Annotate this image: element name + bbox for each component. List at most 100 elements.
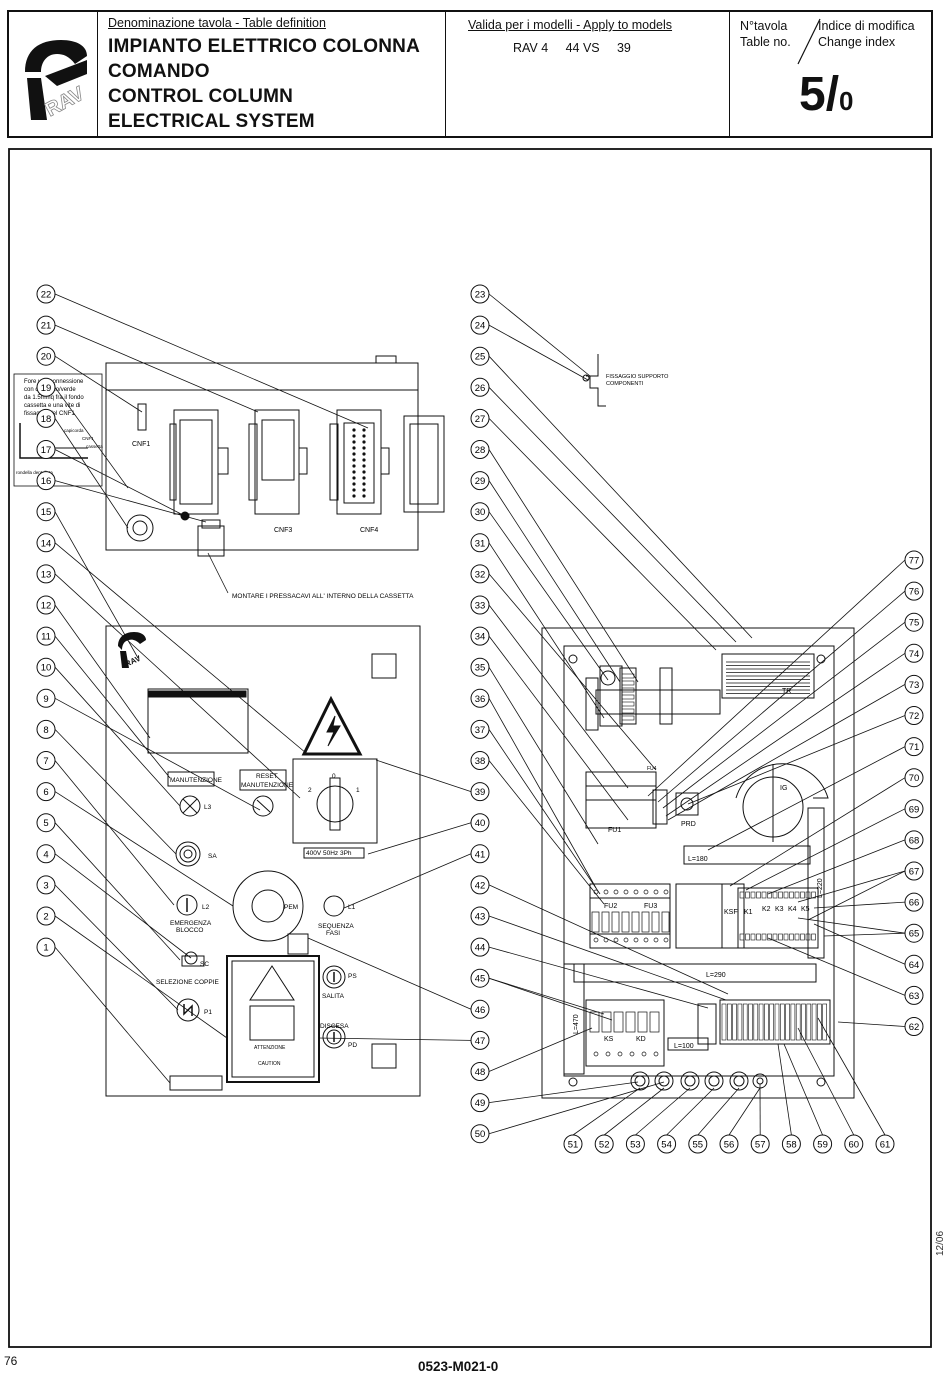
callout-number: 77 [909,556,920,567]
change-index-value: 0 [839,86,854,116]
callout-bubble: 21 [36,315,56,335]
callout-bubble: 61 [875,1134,895,1154]
table-no-label-en: Table no. [740,35,791,49]
blocco-label: BLOCCO [176,927,203,934]
callout-number: 63 [909,991,920,1002]
callout-number: 64 [909,960,920,971]
page-number: 76 [4,1354,18,1368]
table-title: IMPIANTO ELETTRICO COLONNA COMANDO CONTR… [108,34,420,134]
callout-bubble: 28 [470,440,490,459]
callout-number: 57 [755,1140,766,1151]
callout-bubble: 25 [470,346,490,366]
callout-number: 51 [568,1140,579,1151]
fu1-label: FU1 [608,827,621,834]
callout-number: 2 [43,912,48,923]
callout-number: 69 [909,804,920,815]
callout-bubble: 48 [470,1062,490,1081]
l470-label: L=470 [573,1014,580,1034]
note-small: CNF1 [82,436,94,441]
callout-bubble: 66 [904,892,924,912]
callout-number: 68 [909,835,920,846]
callout-number: 66 [909,898,920,909]
callout-bubble: 74 [904,643,924,663]
callout-number: 32 [475,569,486,580]
callout-number: 55 [693,1140,704,1151]
callout-bubble: 40 [470,813,490,833]
note-small: capicorda [64,428,84,433]
callout-number: 62 [909,1022,920,1033]
k4-label: K4 [788,906,797,913]
callout-bubble: 3 [36,875,56,895]
callout-number: 21 [41,321,52,332]
callout-bubble: 35 [470,657,490,677]
title-line: COMANDO [108,61,210,82]
callout-number: 54 [661,1140,672,1151]
callout-number: 19 [41,383,52,394]
callout-number: 47 [475,1036,486,1047]
callout-number: 22 [41,290,52,301]
callout-bubble: 73 [904,674,924,694]
ground-connection-note: Fore una connessione con del giallo/verd… [13,373,103,487]
callout-bubble: 10 [36,657,56,677]
table-definition-label: Denominazione tavola - Table definition [108,16,326,30]
callout-bubble: 49 [470,1093,490,1113]
pem-label: PEM [284,904,298,911]
callout-number: 75 [909,618,920,629]
callout-number: 12 [41,601,52,612]
callout-bubble: 19 [36,377,56,397]
control-panel [105,625,421,1097]
callout-bubble: 12 [36,595,56,615]
fixing-support-detail [582,354,606,407]
sc-label: SC [200,961,209,968]
side-date: 12/06 [935,1230,946,1256]
callout-bubble: 31 [470,533,490,553]
callout-bubble: 53 [625,1134,645,1154]
models-list: RAV 4 44 VS 39 [513,41,631,55]
callout-bubble: 42 [470,875,490,895]
fu4-label: FU4 [647,766,657,772]
callout-number: 9 [43,694,48,705]
callout-number: 65 [909,929,920,940]
callout-number: 16 [41,476,52,487]
callout-number: 41 [475,849,486,860]
models-label: Valida per i modelli - Apply to models [468,18,673,32]
switch-pos-0: 0 [332,773,336,780]
callout-number: 67 [909,867,920,878]
callout-number: 76 [909,587,920,598]
callout-number: 42 [475,880,486,891]
callout-bubble: 23 [470,284,490,304]
callout-bubble: 68 [904,830,924,850]
callout-number: 18 [41,414,52,425]
callout-bubble: 77 [904,550,924,570]
l220-label: L=220 [817,878,824,898]
callout-bubble: 9 [36,688,56,708]
callout-number: 20 [41,352,52,363]
reset-label: MANUTENZIONE [241,782,294,789]
callout-number: 35 [475,663,486,674]
change-index-label-en: Change index [818,35,896,49]
callout-bubble: 13 [36,564,56,584]
callout-number: 33 [475,601,486,612]
pd-label: PD [348,1042,357,1049]
cabinet-labels: TR FU1 FU4 PRD IG FU2 FU3 KSF K1 K2 K3 K… [573,688,824,1050]
callout-number: 70 [909,773,920,784]
callout-bubble: 18 [36,408,56,428]
callout-number: 14 [41,538,52,549]
title-block-divider [445,12,446,136]
l2-label: L2 [202,904,210,911]
callout-number: 17 [41,445,52,456]
callout-number: 59 [817,1140,828,1151]
callout-number: 6 [43,787,48,798]
cnf1-label: CNF1 [132,441,150,448]
k5-label: K5 [801,906,810,913]
callout-bubble: 32 [470,564,490,584]
callout-bubble: 4 [36,844,56,864]
callout-bubble: 76 [904,581,924,601]
callout-bubble: 36 [470,688,490,708]
callouts: 2221201918171615141312111098765432123242… [36,284,924,1154]
callout-number: 49 [475,1098,486,1109]
callout-bubble: 30 [470,502,490,522]
cable-gland-note: MONTARE I PRESSACAVI ALL' INTERNO DELLA … [232,593,414,600]
title-block-divider [729,12,730,136]
callout-number: 61 [880,1140,891,1151]
